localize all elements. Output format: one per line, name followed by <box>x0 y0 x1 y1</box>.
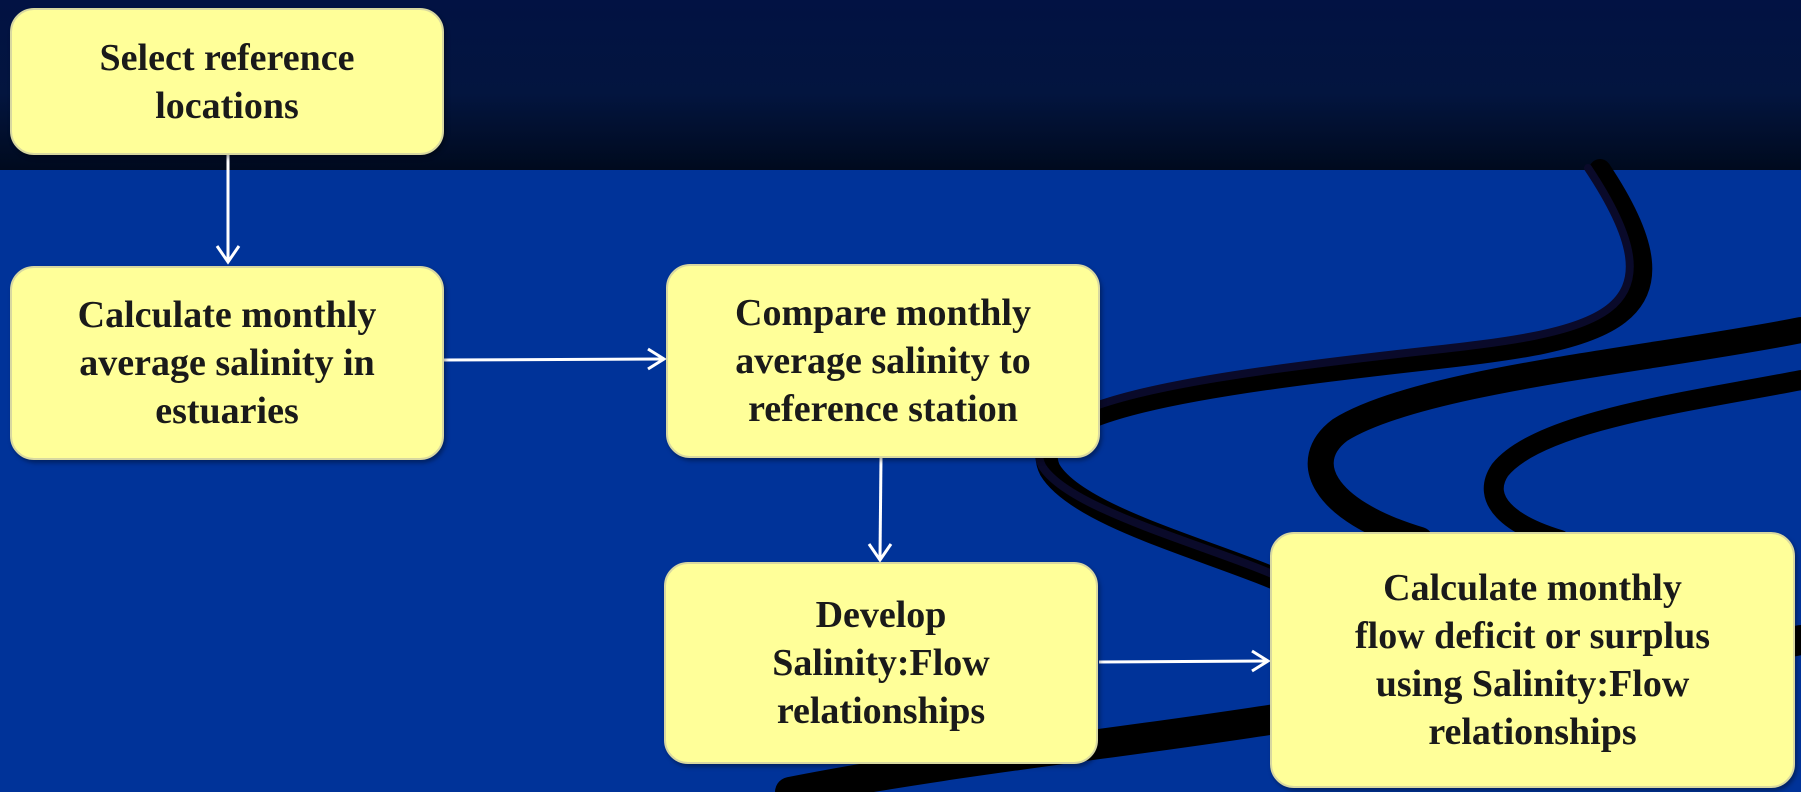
node-select-reference-locations: Select reference locations <box>10 8 444 155</box>
swoosh-stroke-3 <box>1483 370 1801 550</box>
node-develop-salinity-flow: Develop Salinity:Flow relationships <box>664 562 1098 764</box>
arrow-select-to-calc-avg <box>215 155 241 265</box>
arrow-compare-to-develop <box>867 456 893 563</box>
arrow-calc-avg-to-compare <box>442 347 667 371</box>
node-compare-monthly-average-salinity: Compare monthly average salinity to refe… <box>666 264 1100 458</box>
arrow-develop-to-calc-flow <box>1098 649 1271 673</box>
node-calculate-monthly-flow-deficit: Calculate monthly flow deficit or surplu… <box>1270 532 1795 788</box>
swoosh-stroke-1-edge <box>1034 164 1634 586</box>
node-calculate-monthly-average-salinity: Calculate monthly average salinity in es… <box>10 266 444 460</box>
swoosh-stroke-2 <box>1307 317 1801 553</box>
